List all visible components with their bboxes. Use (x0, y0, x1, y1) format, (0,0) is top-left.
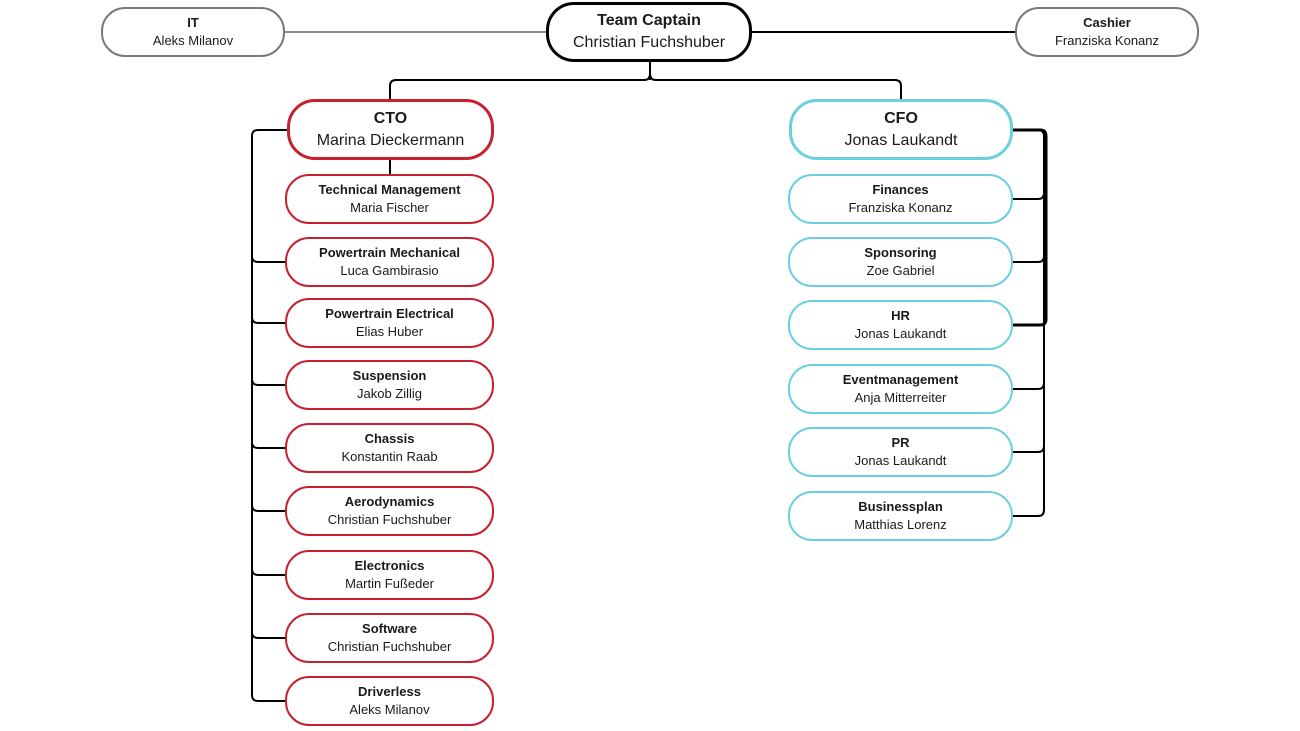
cfo-team-hr: HR Jonas Laukandt (788, 300, 1013, 350)
cashier-node: Cashier Franziska Konanz (1015, 7, 1199, 57)
cto-team-aerodynamics: Aerodynamics Christian Fuchshuber (285, 486, 494, 536)
team-person: Anja Mitterreiter (854, 390, 947, 405)
line-cfo-bracket-upper (1013, 128, 1048, 327)
line-cto-tick (251, 568, 285, 576)
team-person: Martin Fußeder (345, 576, 434, 591)
team-captain-node: Team Captain Christian Fuchshuber (546, 2, 752, 62)
team-person: Konstantin Raab (341, 449, 438, 464)
team-person: Christian Fuchshuber (327, 639, 452, 654)
line-cfo-tick (1013, 255, 1045, 263)
it-role: IT (187, 15, 199, 30)
cashier-person: Franziska Konanz (1054, 33, 1160, 48)
team-role: Chassis (364, 431, 415, 446)
team-role: Software (362, 621, 417, 636)
cto-team-powertrain-electrical: Powertrain Electrical Elias Huber (285, 298, 494, 348)
team-person: Maria Fischer (350, 200, 429, 215)
team-person: Franziska Konanz (848, 200, 953, 215)
team-person: Luca Gambirasio (340, 263, 439, 278)
cto-team-driverless: Driverless Aleks Milanov (285, 676, 494, 726)
cto-team-powertrain-mechanical: Powertrain Mechanical Luca Gambirasio (285, 237, 494, 287)
line-branch-cto (389, 73, 651, 99)
line-cto-tick (251, 378, 285, 386)
team-person: Matthias Lorenz (854, 517, 947, 532)
line-cto-bracket (251, 129, 287, 702)
line-cto-tick (251, 316, 285, 324)
team-person: Zoe Gabriel (866, 263, 935, 278)
team-role: Businessplan (858, 499, 943, 514)
team-role: Powertrain Electrical (325, 306, 454, 321)
it-node: IT Aleks Milanov (101, 7, 285, 57)
team-person: Christian Fuchshuber (327, 512, 452, 527)
cfo-person: Jonas Laukandt (844, 131, 958, 149)
cfo-team-pr: PR Jonas Laukandt (788, 427, 1013, 477)
team-role: Eventmanagement (842, 372, 959, 387)
cfo-team-businessplan: Businessplan Matthias Lorenz (788, 491, 1013, 541)
team-person: Aleks Milanov (349, 702, 430, 717)
team-person: Jonas Laukandt (854, 326, 947, 341)
cto-node: CTO Marina Dieckermann (287, 99, 494, 160)
team-captain-role: Team Captain (597, 12, 701, 29)
it-person: Aleks Milanov (152, 33, 234, 48)
cfo-team-sponsoring: Sponsoring Zoe Gabriel (788, 237, 1013, 287)
line-cto-tick (251, 255, 285, 263)
line-cfo-tick (1013, 445, 1045, 453)
team-person: Jakob Zillig (356, 386, 423, 401)
line-cto-tick (251, 504, 285, 512)
cfo-team-eventmanagement: Eventmanagement Anja Mitterreiter (788, 364, 1013, 414)
cto-team-software: Software Christian Fuchshuber (285, 613, 494, 663)
team-person: Elias Huber (355, 324, 424, 339)
team-role: Powertrain Mechanical (319, 245, 460, 260)
team-role: Technical Management (318, 182, 461, 197)
team-role: Electronics (354, 558, 425, 573)
team-captain-person: Christian Fuchshuber (572, 34, 726, 51)
cto-team-electronics: Electronics Martin Fußeder (285, 550, 494, 600)
cfo-node: CFO Jonas Laukandt (789, 99, 1013, 160)
cfo-role: CFO (884, 109, 918, 127)
cto-team-suspension: Suspension Jakob Zillig (285, 360, 494, 410)
cto-team-technical-management: Technical Management Maria Fischer (285, 174, 494, 224)
team-role: HR (891, 308, 910, 323)
cto-team-chassis: Chassis Konstantin Raab (285, 423, 494, 473)
cto-role: CTO (373, 109, 408, 127)
line-branch-cfo (649, 73, 902, 99)
team-person: Jonas Laukandt (854, 453, 947, 468)
team-role: Driverless (358, 684, 421, 699)
team-role: Sponsoring (864, 245, 937, 260)
line-cfo-tick (1013, 192, 1045, 200)
cashier-role: Cashier (1083, 15, 1131, 30)
cfo-team-finances: Finances Franziska Konanz (788, 174, 1013, 224)
line-cto-tick (251, 441, 285, 449)
line-cfo-tick (1013, 382, 1045, 390)
team-role: Suspension (352, 368, 427, 383)
line-cto-tick (251, 631, 285, 639)
team-role: Aerodynamics (344, 494, 435, 509)
cto-person: Marina Dieckermann (316, 131, 465, 149)
team-role: PR (891, 435, 910, 450)
line-cfo-bracket-lower (1013, 129, 1045, 517)
team-role: Finances (872, 182, 929, 197)
